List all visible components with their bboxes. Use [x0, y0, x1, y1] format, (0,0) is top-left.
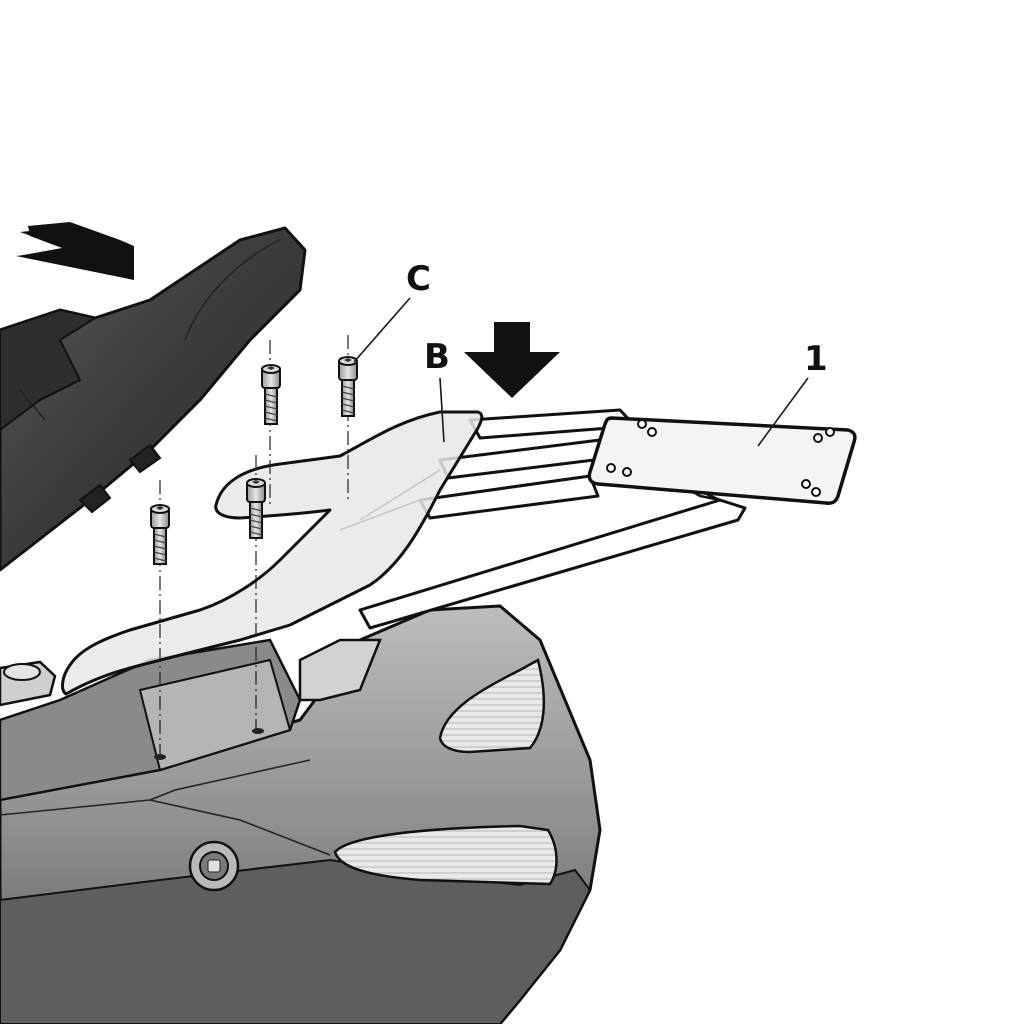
label-part-c: C	[406, 259, 431, 299]
label-part-b: B	[424, 337, 450, 377]
motorcycle-rear-body	[0, 604, 602, 1024]
bolt-icon	[261, 364, 281, 425]
label-part-1: 1	[804, 339, 828, 379]
down-arrow-icon	[464, 322, 560, 398]
key-lock-icon	[188, 840, 240, 892]
tail-light-lower	[333, 824, 558, 886]
adapter-plate-b	[61, 410, 484, 696]
bolt-icon	[246, 478, 266, 539]
motorcycle-seat	[0, 226, 307, 572]
push-arrow-icon	[16, 222, 134, 280]
leader-lines	[353, 297, 809, 447]
rack-top-plate	[587, 416, 857, 505]
rear-rack	[358, 408, 857, 630]
bolt-icon	[150, 504, 170, 565]
tail-light-upper	[438, 658, 546, 754]
bolt-icon	[338, 356, 358, 417]
